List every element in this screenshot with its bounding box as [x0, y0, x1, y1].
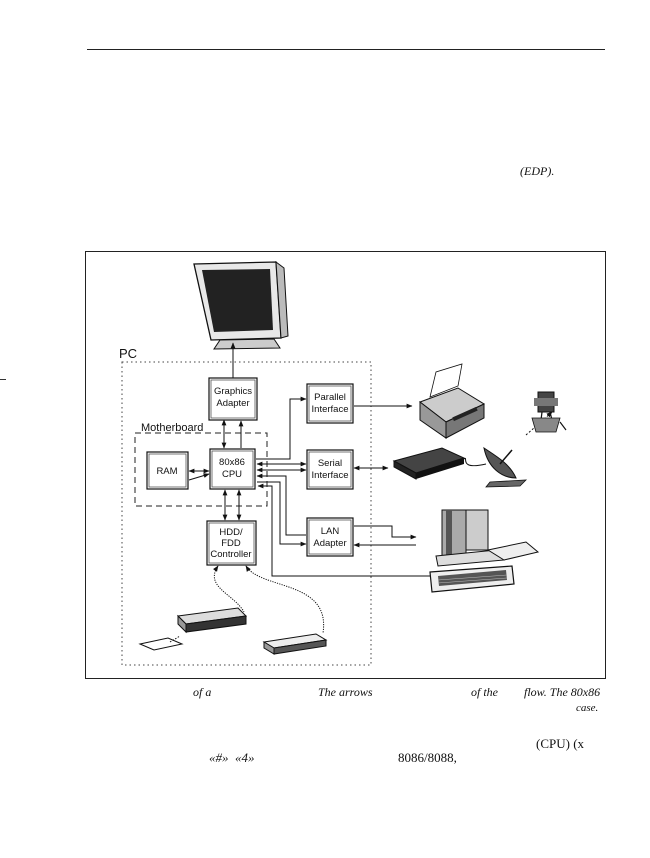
monitor-icon	[193, 260, 289, 350]
serial-interface-label-1: Serial	[318, 458, 342, 469]
serial-interface-label-2: Interface	[312, 470, 349, 481]
graphics-adapter-label-1: Graphics	[214, 386, 252, 397]
pc-boundary	[121, 361, 372, 666]
figure-frame: PC Motherboard Graphics Adapter Parallel…	[85, 251, 606, 679]
printer-icon	[418, 363, 486, 439]
serial-interface-box: Serial Interface	[306, 449, 354, 490]
text-fragment-hash: «#»	[209, 750, 229, 765]
parallel-interface-label-2: Interface	[312, 404, 349, 415]
cpu-label-1: 80x86	[219, 457, 245, 468]
parallel-interface-label-1: Parallel	[314, 392, 346, 403]
cpu-label-2: CPU	[222, 469, 242, 480]
floppy-drive-icon	[176, 607, 248, 634]
server-icon	[435, 509, 540, 567]
lan-adapter-box: LAN Adapter	[306, 517, 354, 557]
computer-architecture-diagram: PC Motherboard Graphics Adapter Parallel…	[119, 260, 567, 666]
hdd-controller-label-1: HDD/	[219, 527, 243, 538]
hdd-controller-label-2: FDD	[221, 538, 241, 549]
parallel-interface-box: Parallel Interface	[306, 383, 354, 424]
motherboard-boundary	[134, 432, 268, 507]
satellite-icon	[531, 391, 567, 433]
keyboard-icon	[429, 565, 515, 593]
caption-fragment-the-arrows: The arrows	[318, 685, 373, 699]
lan-adapter-label-1: LAN	[321, 526, 340, 537]
lan-adapter-label-2: Adapter	[313, 538, 346, 549]
caption-fragment-flow: flow. The 80x86	[524, 685, 601, 699]
caption-fragment-of-a: of a	[193, 685, 212, 699]
floppy-disk-icon	[138, 635, 184, 651]
text-fragment-8086: 8086/8088,	[398, 750, 457, 765]
header-rule	[87, 49, 605, 50]
margin-mark	[0, 379, 6, 380]
text-fragment-cpu: (CPU) (x	[536, 736, 585, 751]
hdd-fdd-controller-box: HDD/ FDD Controller	[206, 520, 257, 566]
ram-label: RAM	[156, 466, 177, 477]
caption-fragment-of-the: of the	[471, 685, 498, 699]
hard-drive-icon	[262, 633, 328, 655]
connection-lines	[188, 342, 553, 634]
ram-box: RAM	[146, 451, 189, 490]
cpu-box: 80x86 CPU	[209, 448, 256, 490]
satellite-dish-icon	[483, 446, 528, 488]
text-fragment-edp: (EDP).	[520, 164, 555, 178]
pc-label: PC	[119, 346, 137, 361]
graphics-adapter-label-2: Adapter	[216, 398, 249, 409]
caption-fragment-case: case.	[576, 702, 599, 714]
modem-icon	[392, 447, 466, 480]
graphics-adapter-box: Graphics Adapter	[208, 377, 258, 421]
hdd-controller-label-3: Controller	[210, 549, 251, 560]
text-fragment-4: «4»	[235, 750, 255, 765]
motherboard-label: Motherboard	[141, 422, 203, 434]
